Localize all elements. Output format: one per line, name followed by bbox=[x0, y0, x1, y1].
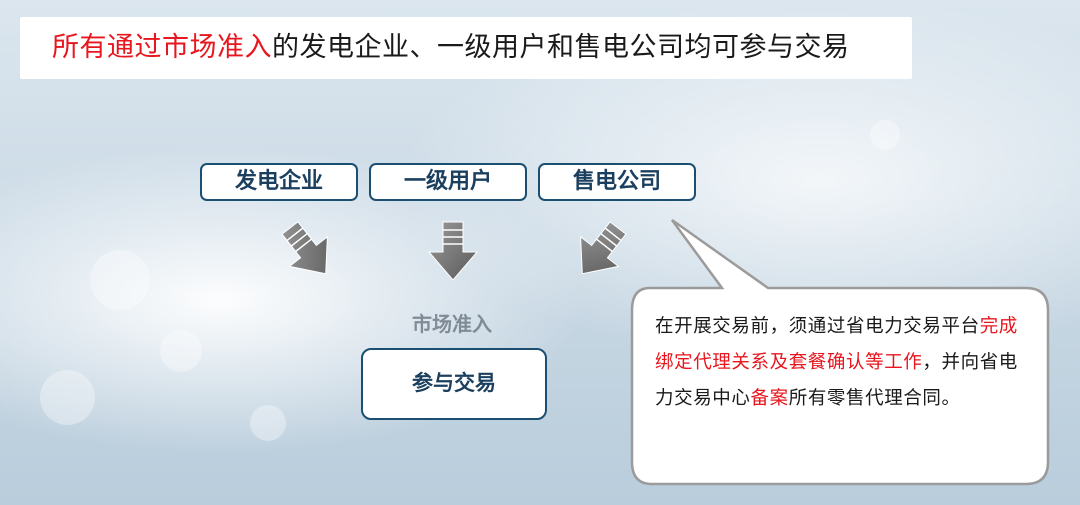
action-box: 参与交易 bbox=[361, 348, 547, 420]
entity-box-generation: 发电企业 bbox=[200, 163, 358, 201]
step-label: 市场准入 bbox=[412, 312, 492, 336]
callout-segment: 所有零售代理合同。 bbox=[788, 388, 961, 409]
callout-segment: ，并向省电力交易中心 bbox=[655, 352, 1018, 409]
bokeh-light bbox=[250, 405, 286, 441]
headline-rest: 的发电企业、一级用户和售电公司均可参与交易 bbox=[272, 32, 850, 63]
callout-text: 在开展交易前，须通过省电力交易平台完成绑定代理关系及套餐确认等工作，并向省电力交… bbox=[655, 309, 1030, 417]
entity-box-retailer: 售电公司 bbox=[538, 163, 696, 201]
bokeh-light bbox=[90, 250, 150, 310]
callout-segment-highlight: 备案 bbox=[750, 388, 789, 409]
bokeh-light bbox=[870, 120, 900, 150]
entity-box-user: 一级用户 bbox=[369, 163, 527, 201]
headline: 所有通过市场准入的发电企业、一级用户和售电公司均可参与交易 bbox=[52, 17, 850, 79]
bokeh-light bbox=[40, 370, 95, 425]
callout-segment: 在开展交易前，须通过省电力交易平台 bbox=[655, 316, 980, 337]
headline-panel bbox=[20, 17, 912, 79]
callout-segment-highlight: 完成绑定代理关系及套餐确认等工作 bbox=[655, 316, 1018, 373]
bokeh-light bbox=[160, 330, 202, 372]
headline-highlight: 所有通过市场准入 bbox=[52, 32, 272, 63]
